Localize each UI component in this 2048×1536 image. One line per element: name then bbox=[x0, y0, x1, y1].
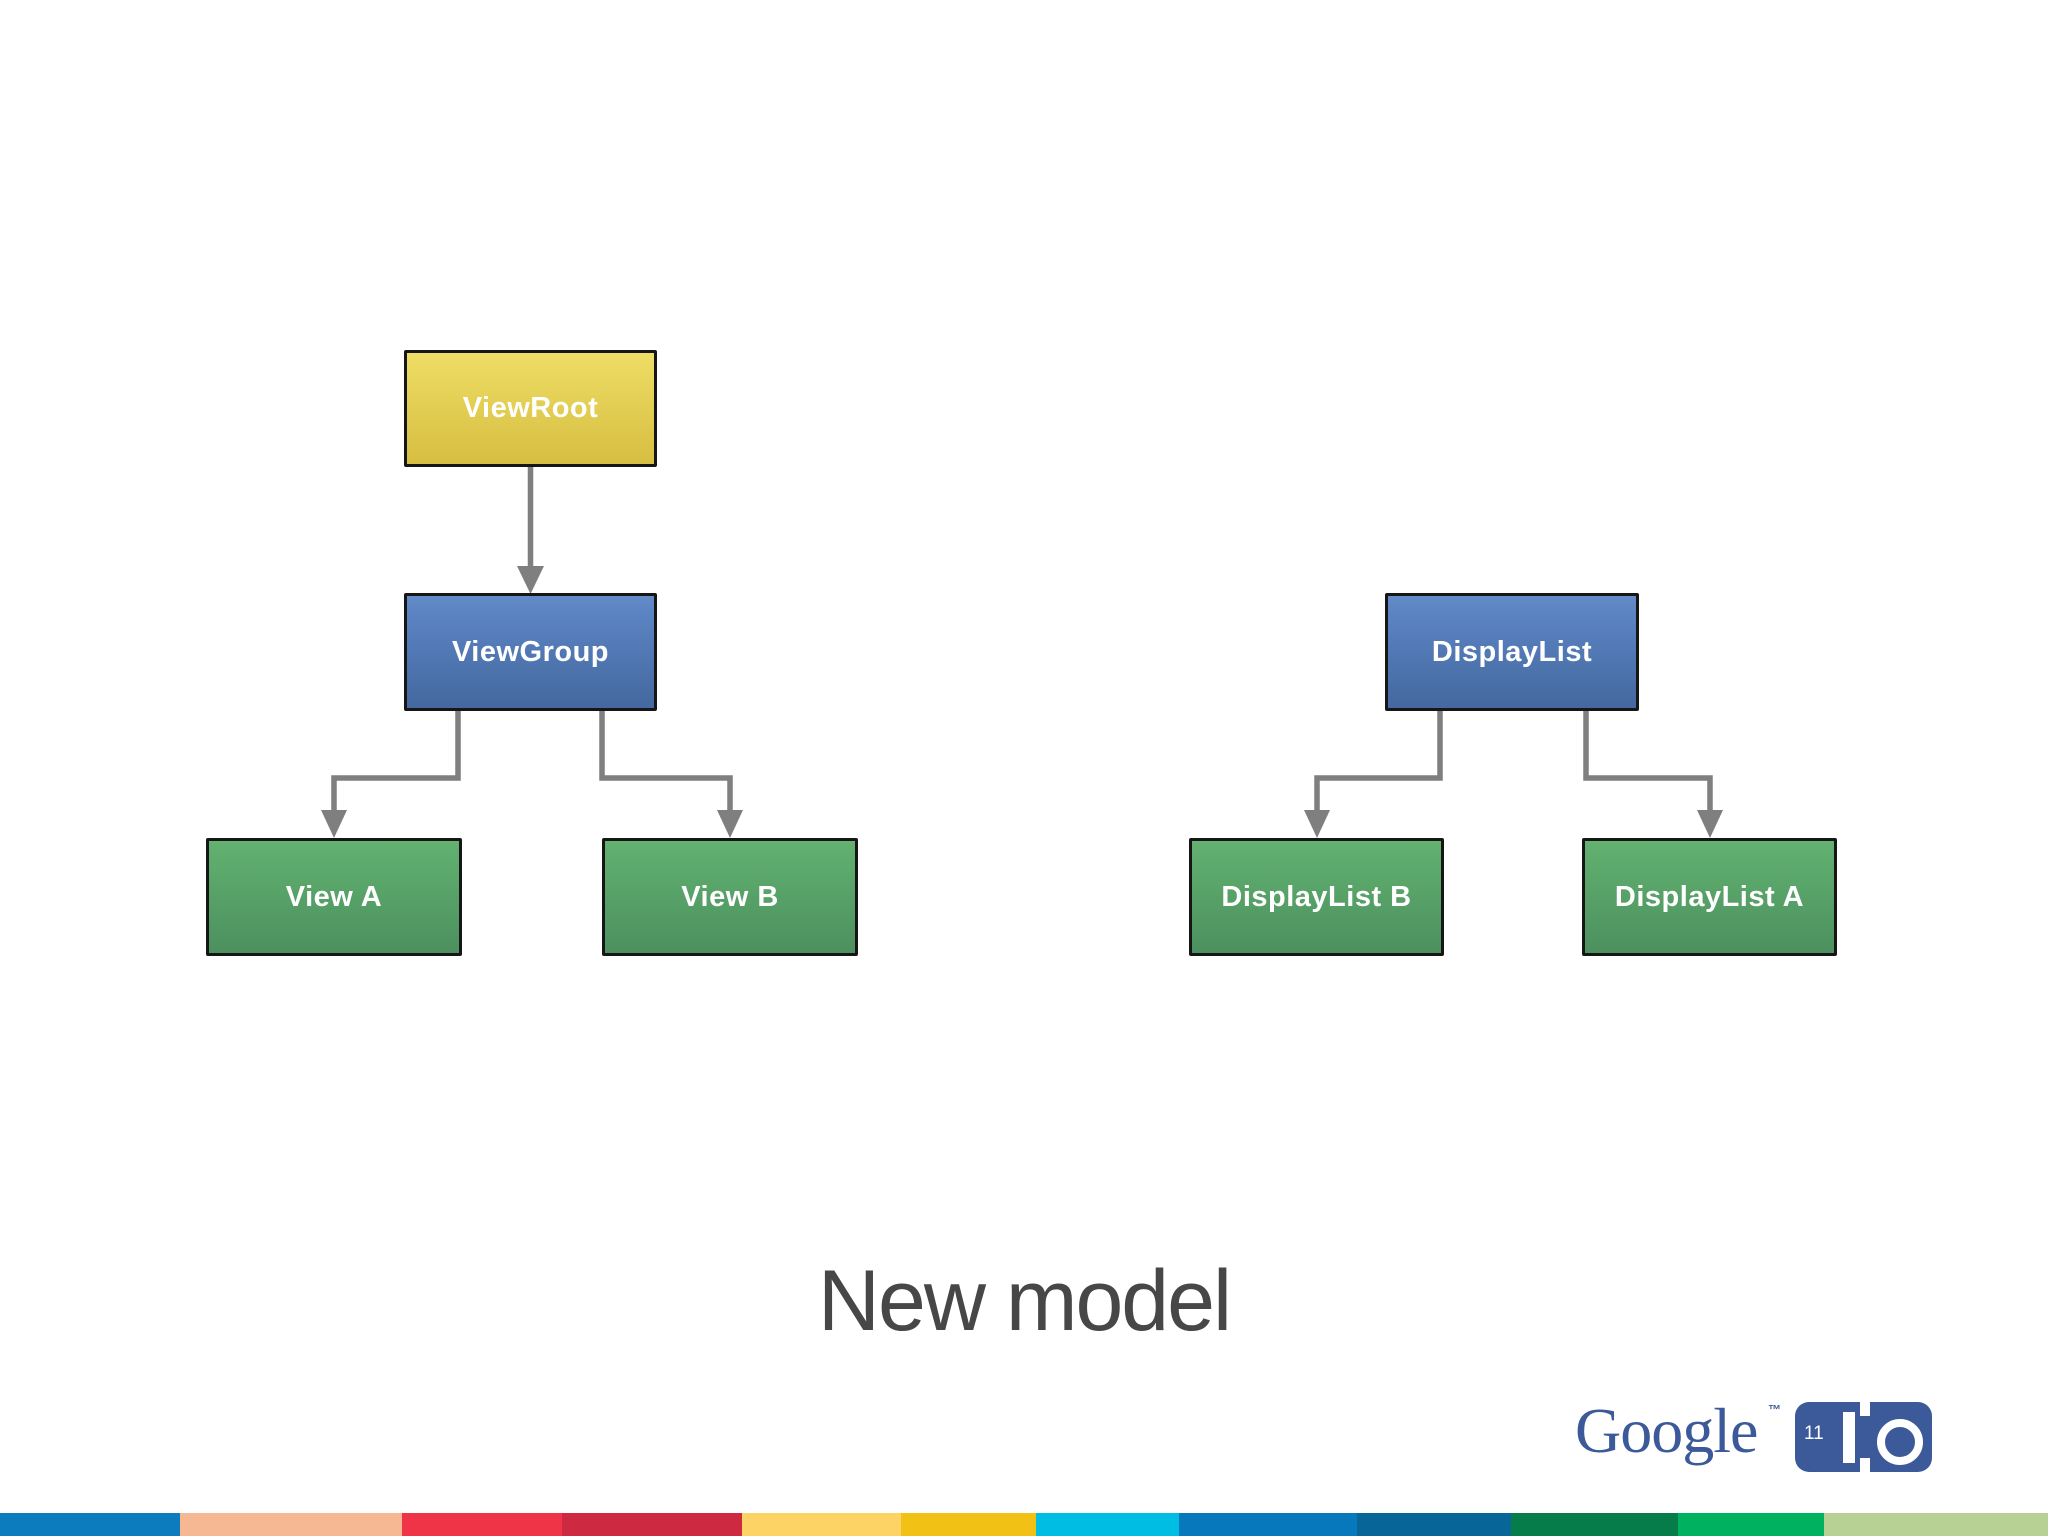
stripe-segment bbox=[1511, 1513, 1678, 1536]
node-viewgroup-label: ViewGroup bbox=[451, 635, 610, 668]
io-i-glyph bbox=[1843, 1412, 1855, 1463]
io-year-label: 11 bbox=[1804, 1423, 1824, 1444]
stripe-segment bbox=[901, 1513, 1036, 1536]
stripe-segment bbox=[0, 1513, 180, 1536]
stripe-segment bbox=[742, 1513, 901, 1536]
node-viewroot: ViewRoot bbox=[404, 350, 657, 467]
connector-viewroot-viewgroup bbox=[517, 467, 544, 594]
stripe-segment bbox=[1357, 1513, 1511, 1536]
node-displaylist-a: DisplayList A bbox=[1582, 838, 1837, 956]
node-view-b: View B bbox=[602, 838, 858, 956]
node-viewgroup: ViewGroup bbox=[404, 593, 657, 711]
stripe-segment bbox=[1179, 1513, 1357, 1536]
stripe-segment bbox=[180, 1513, 402, 1536]
connector-viewgroup-view-a bbox=[321, 711, 461, 838]
google-io-logo: 11 bbox=[1795, 1401, 1932, 1473]
node-view-a: View A bbox=[206, 838, 462, 956]
slide-caption: New model bbox=[817, 1253, 1232, 1349]
node-displaylist-b: DisplayList B bbox=[1189, 838, 1444, 956]
node-viewroot-label: ViewRoot bbox=[462, 392, 599, 424]
node-displaylist: DisplayList bbox=[1385, 593, 1639, 711]
connector-displaylist-displaylist-b bbox=[1304, 711, 1443, 838]
stripe-segment bbox=[1678, 1513, 1824, 1536]
io-o-glyph bbox=[1877, 1419, 1923, 1465]
io-badge-notch-bottom bbox=[1860, 1458, 1870, 1473]
node-view-a-label: View A bbox=[285, 880, 383, 913]
io-badge-notch-top bbox=[1860, 1401, 1870, 1416]
connector-displaylist-displaylist-a bbox=[1583, 711, 1723, 838]
google-trademark-symbol: ™ bbox=[1768, 1402, 1781, 1417]
connector-viewgroup-view-b bbox=[599, 711, 743, 838]
footer-color-stripe bbox=[0, 1513, 2048, 1536]
stripe-segment bbox=[562, 1513, 742, 1536]
google-logo: Google bbox=[1575, 1395, 1758, 1466]
node-displaylist-label: DisplayList bbox=[1431, 635, 1593, 668]
node-displaylist-b-label: DisplayList B bbox=[1221, 880, 1412, 913]
node-displaylist-a-label: DisplayList A bbox=[1614, 880, 1805, 913]
stripe-segment bbox=[402, 1513, 562, 1536]
node-view-b-label: View B bbox=[681, 880, 779, 913]
stripe-segment bbox=[1824, 1513, 2048, 1536]
stripe-segment bbox=[1036, 1513, 1179, 1536]
